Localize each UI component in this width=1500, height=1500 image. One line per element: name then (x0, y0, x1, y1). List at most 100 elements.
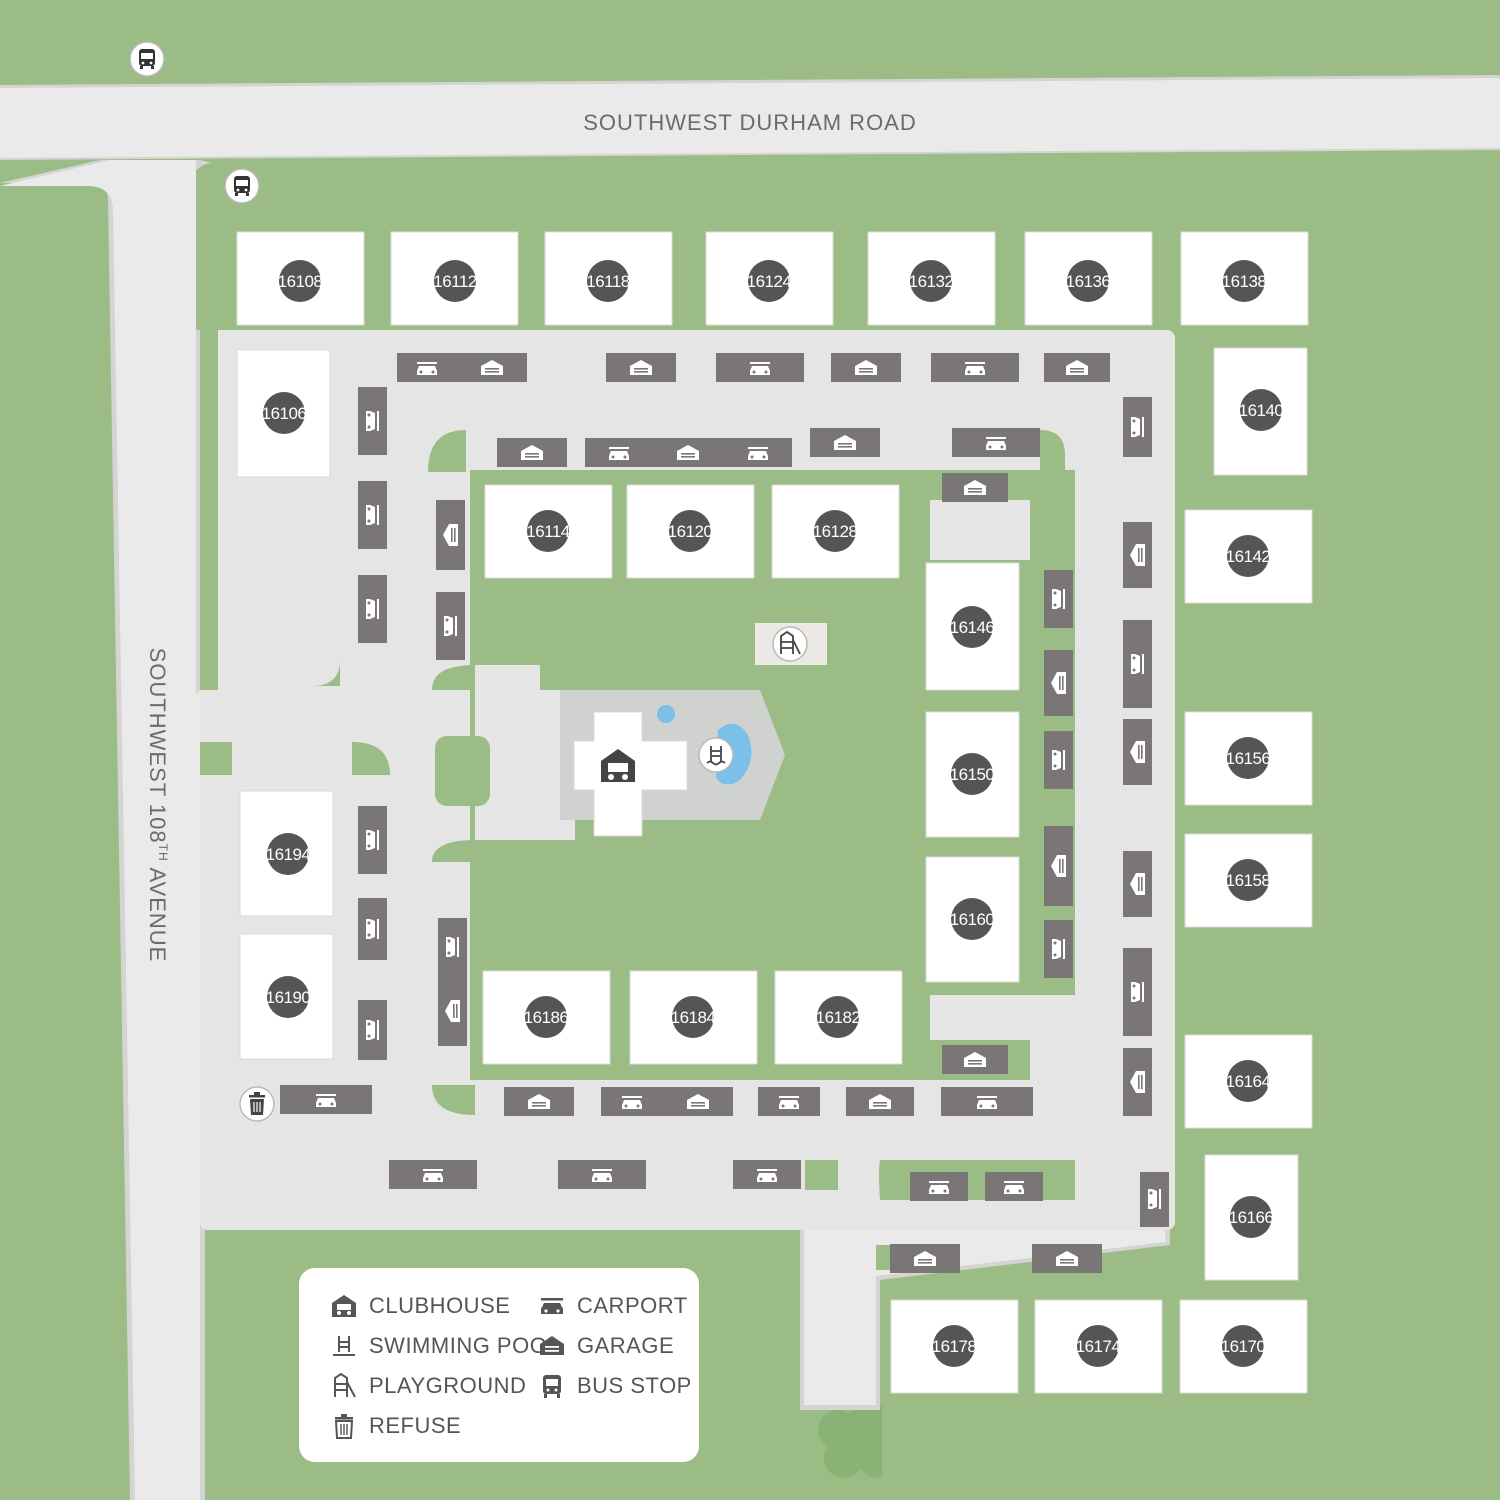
legend-item-refuse: REFUSE (331, 1411, 461, 1441)
carport[interactable] (1044, 920, 1073, 978)
carport[interactable] (941, 1087, 1033, 1116)
garage[interactable] (1123, 1048, 1152, 1116)
building-16174[interactable]: 16174 (1034, 1299, 1163, 1394)
building-16190[interactable]: 16190 (239, 933, 334, 1060)
carport[interactable] (1044, 570, 1073, 628)
garage[interactable] (653, 438, 724, 467)
carport[interactable] (358, 1000, 387, 1060)
garage[interactable] (1044, 650, 1073, 716)
building-16146[interactable]: 16146 (925, 562, 1020, 691)
building-16164[interactable]: 16164 (1184, 1034, 1313, 1129)
svg-text:16174: 16174 (1076, 1337, 1121, 1356)
building-16186[interactable]: 16186 (482, 970, 611, 1065)
carport[interactable] (1123, 620, 1152, 708)
carport[interactable] (985, 1172, 1043, 1201)
garage[interactable] (890, 1244, 960, 1273)
carport[interactable] (280, 1085, 372, 1114)
garage[interactable] (1123, 851, 1152, 917)
garage-icon (539, 1333, 565, 1359)
garage[interactable] (810, 428, 880, 457)
carport[interactable] (1044, 731, 1073, 789)
building-16138[interactable]: 16138 (1180, 231, 1309, 326)
clubhouse[interactable] (573, 711, 688, 837)
swimming-pool-icon (331, 1333, 357, 1359)
svg-text:16186: 16186 (524, 1008, 569, 1027)
building-16150[interactable]: 16150 (925, 711, 1020, 838)
carport[interactable] (358, 806, 387, 874)
carport[interactable] (358, 575, 387, 643)
svg-text:16158: 16158 (1226, 871, 1271, 890)
bus-stop[interactable] (224, 168, 260, 204)
building-16156[interactable]: 16156 (1184, 711, 1313, 806)
carport[interactable] (733, 1160, 801, 1189)
garage[interactable] (1032, 1244, 1102, 1273)
building-16158[interactable]: 16158 (1184, 833, 1313, 928)
legend-label-playground: PLAYGROUND (369, 1373, 527, 1398)
garage[interactable] (436, 500, 465, 570)
carport[interactable] (397, 353, 457, 382)
building-16128[interactable]: 16128 (771, 484, 900, 579)
carport[interactable] (438, 918, 467, 976)
garage[interactable] (942, 473, 1008, 502)
carport[interactable] (358, 481, 387, 549)
svg-text:16190: 16190 (266, 988, 311, 1007)
garage[interactable] (457, 353, 527, 382)
carport[interactable] (358, 898, 387, 960)
carport[interactable] (558, 1160, 646, 1189)
garage[interactable] (504, 1087, 574, 1116)
building-16112[interactable]: 16112 (390, 231, 519, 326)
carport[interactable] (724, 438, 792, 467)
svg-text:16128: 16128 (813, 522, 858, 541)
building-16178[interactable]: 16178 (890, 1299, 1019, 1394)
building-16160[interactable]: 16160 (925, 856, 1020, 983)
garage[interactable] (1044, 826, 1073, 906)
carport[interactable] (436, 592, 465, 660)
refuse-icon (331, 1413, 357, 1439)
legend-label-garage: GARAGE (577, 1333, 675, 1358)
building-16184[interactable]: 16184 (629, 970, 758, 1065)
svg-text:16160: 16160 (950, 910, 995, 929)
building-16106[interactable]: 16106 (236, 349, 331, 478)
carport[interactable] (910, 1172, 968, 1201)
building-16124[interactable]: 16124 (705, 231, 834, 326)
garage[interactable] (846, 1087, 914, 1116)
building-16194[interactable]: 16194 (239, 790, 334, 917)
carport[interactable] (758, 1087, 820, 1116)
garage[interactable] (663, 1087, 733, 1116)
bus-stop[interactable] (129, 41, 165, 77)
building-16118[interactable]: 16118 (544, 231, 673, 326)
carport[interactable] (1140, 1172, 1169, 1227)
garage[interactable] (831, 353, 901, 382)
carport[interactable] (716, 353, 804, 382)
building-16114[interactable]: 16114 (484, 484, 613, 579)
carport[interactable] (931, 353, 1019, 382)
garage[interactable] (942, 1045, 1008, 1074)
garage[interactable] (497, 438, 567, 467)
building-16170[interactable]: 16170 (1179, 1299, 1308, 1394)
playground[interactable] (772, 626, 808, 662)
svg-text:16120: 16120 (668, 522, 713, 541)
building-16120[interactable]: 16120 (626, 484, 755, 579)
carport[interactable] (1123, 948, 1152, 1036)
building-16166[interactable]: 16166 (1204, 1154, 1299, 1281)
carport[interactable] (358, 387, 387, 455)
garage[interactable] (1123, 522, 1152, 588)
carport[interactable] (585, 438, 653, 467)
refuse[interactable] (239, 1086, 275, 1122)
carport[interactable] (1123, 397, 1152, 457)
building-16132[interactable]: 16132 (867, 231, 996, 326)
garage[interactable] (438, 976, 467, 1046)
building-16136[interactable]: 16136 (1024, 231, 1153, 326)
building-16108[interactable]: 16108 (236, 231, 365, 326)
garage[interactable] (606, 353, 676, 382)
building-16182[interactable]: 16182 (774, 970, 903, 1065)
garage[interactable] (1123, 719, 1152, 785)
street-label-north: SOUTHWEST DURHAM ROAD (583, 110, 917, 135)
carport[interactable] (389, 1160, 477, 1189)
swimming-pool[interactable] (657, 705, 752, 785)
garage[interactable] (1044, 353, 1110, 382)
carport[interactable] (952, 428, 1040, 457)
carport[interactable] (601, 1087, 663, 1116)
building-16142[interactable]: 16142 (1184, 509, 1313, 604)
building-16140[interactable]: 16140 (1213, 347, 1308, 476)
